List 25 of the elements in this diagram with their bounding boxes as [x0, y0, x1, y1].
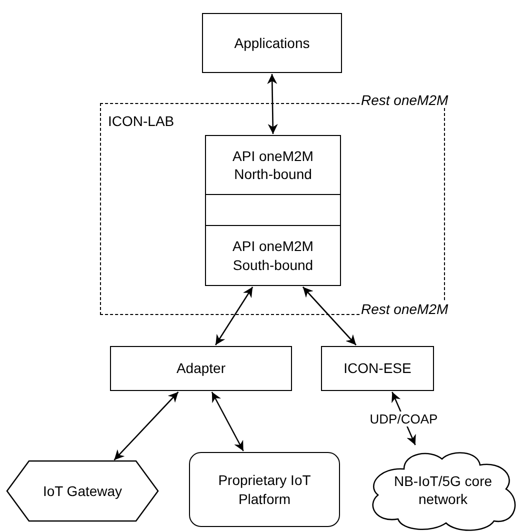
arrow	[215, 286, 254, 346]
node-label: API oneM2M South-bound	[232, 237, 314, 274]
node-label: NB-IoT/5G core network	[392, 472, 494, 508]
arrow	[302, 286, 356, 346]
arrow	[114, 392, 179, 460]
process-box	[321, 346, 434, 391]
node-label: IoT Gateway	[42, 482, 122, 500]
api-box	[205, 226, 341, 286]
node-label: Adapter	[175, 359, 227, 378]
gateway-hexagon	[7, 461, 158, 521]
process-box	[110, 346, 292, 391]
arrow	[267, 74, 278, 134]
node-label: ICON-LAB	[108, 112, 174, 130]
api-box	[205, 135, 341, 195]
process-box	[202, 13, 342, 73]
platform-box	[189, 452, 340, 527]
node-label: Proprietary IoT Platform	[217, 471, 312, 508]
node-label: ICON-ESE	[342, 359, 412, 378]
interface-label: Rest oneM2M	[360, 301, 450, 317]
arrow	[211, 392, 244, 452]
edge-label: UDP/COAP	[370, 411, 438, 426]
node-label: Applications	[233, 34, 311, 52]
empty-layer-box	[205, 195, 341, 226]
interface-label: Rest oneM2M	[360, 92, 450, 108]
node-label: API oneM2M North-bound	[232, 146, 314, 184]
